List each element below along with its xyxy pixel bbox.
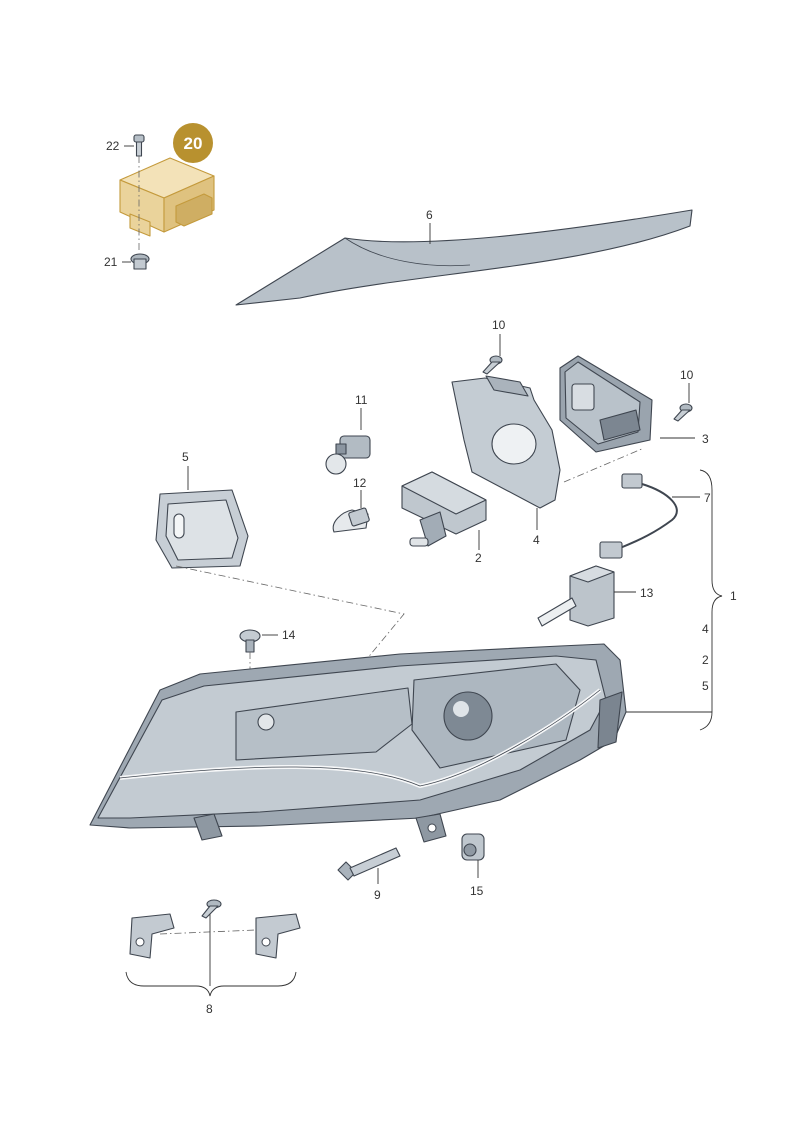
label-6: 6	[426, 208, 433, 222]
clip-part-15[interactable]	[461, 833, 485, 861]
label-10-b: 10	[680, 368, 694, 382]
label-7: 7	[704, 491, 711, 505]
headlight-lower-tab	[193, 813, 223, 841]
low-reflector	[235, 687, 413, 761]
bolt-part-9[interactable]	[337, 847, 401, 881]
projector-reflector	[411, 663, 581, 769]
trim-strip-part-6[interactable]	[235, 209, 693, 306]
group-brace-1	[699, 469, 723, 731]
bulb-part-12[interactable]	[332, 507, 370, 533]
label-10-a: 10	[492, 318, 506, 332]
control-unit-part-20[interactable]	[119, 157, 215, 237]
bulb-part-11[interactable]	[325, 435, 371, 475]
label-12: 12	[353, 476, 367, 490]
group-label-5: 5	[702, 679, 709, 693]
label-15: 15	[470, 884, 484, 898]
label-2: 2	[475, 551, 482, 565]
headlight-housing[interactable]	[89, 643, 627, 843]
nut-part-21[interactable]	[130, 253, 150, 270]
label-14: 14	[282, 628, 296, 642]
control-unit-tab	[129, 213, 151, 237]
badge-20: 20	[173, 123, 213, 163]
label-11: 11	[355, 393, 368, 407]
xenon-bulb-part-13[interactable]	[537, 565, 615, 627]
cover-cap-part-5[interactable]	[155, 489, 249, 569]
bolt-part-22[interactable]	[133, 134, 145, 157]
badge-number: 20	[184, 134, 203, 153]
screw-part-10-b[interactable]	[673, 403, 693, 422]
label-1: 1	[730, 589, 737, 603]
bracket-frame-part-4[interactable]	[451, 375, 561, 509]
label-4: 4	[533, 533, 540, 547]
label-9: 9	[374, 888, 381, 902]
group-label-4: 4	[702, 622, 709, 636]
projector-lens	[443, 691, 493, 741]
control-unit-connector	[175, 193, 213, 227]
screw-part-10-a[interactable]	[482, 355, 503, 375]
label-5: 5	[182, 450, 189, 464]
label-21: 21	[104, 255, 118, 269]
badge-circle	[173, 123, 213, 163]
label-22: 22	[106, 139, 120, 153]
label-13: 13	[640, 586, 654, 600]
bracket-part-8-left[interactable]	[129, 913, 175, 959]
group-brace-8	[125, 971, 297, 997]
bracket-part-8-right[interactable]	[255, 913, 301, 959]
screw-part-8[interactable]	[201, 899, 222, 919]
level-motor-part-2[interactable]	[401, 471, 487, 547]
label-8: 8	[206, 1002, 213, 1016]
group-label-2: 2	[702, 653, 709, 667]
screw-part-14[interactable]	[239, 629, 261, 653]
ballast-unit-part-3[interactable]	[559, 355, 653, 453]
wiring-part-7[interactable]	[599, 473, 678, 559]
label-3: 3	[702, 432, 709, 446]
